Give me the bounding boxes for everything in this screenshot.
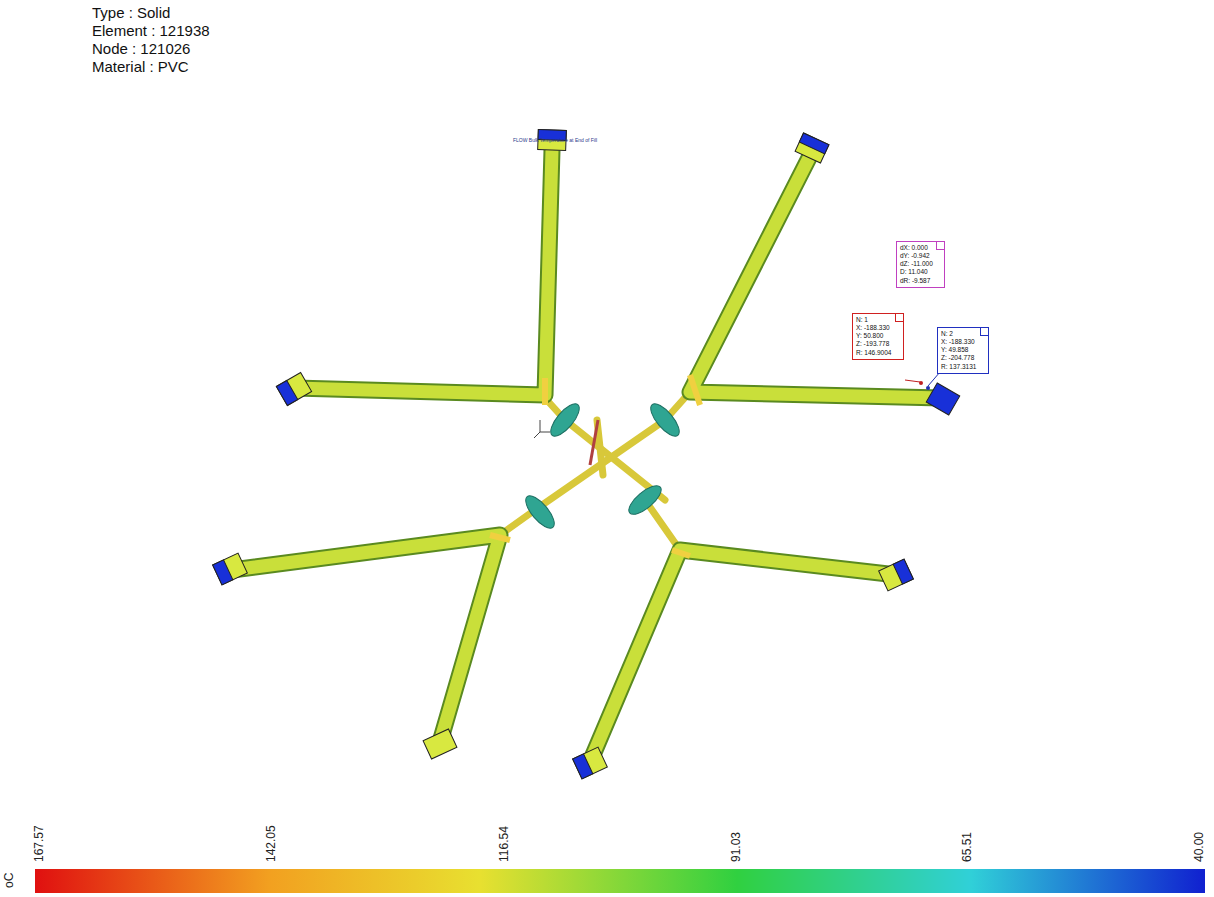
- unit-label: oC: [3, 873, 17, 888]
- plot-title: FLOW Bulk Temperature at End of Fill: [513, 138, 597, 144]
- info-text: Element : 121938: [92, 22, 210, 39]
- leader-line: [905, 372, 940, 390]
- callout-text: R: 137.3131: [941, 363, 978, 371]
- probe-callout: N: 2X: -188.330Y: 49.858Z: -204.778R: 13…: [937, 327, 989, 374]
- callout-text: N: 1: [856, 316, 893, 324]
- callout-text: dX: 0.000: [900, 244, 934, 252]
- end-tab: [213, 130, 960, 779]
- callout-text: X: -188.330: [941, 338, 978, 346]
- distance-callout: dX: 0.000dY: -0.942dZ: -11.000D: 11.040d…: [896, 241, 945, 288]
- callout-text: dR: -9.587: [900, 277, 934, 285]
- checkbox-marker: [980, 327, 989, 336]
- color-scale-bar: [35, 869, 1205, 893]
- callout-text: Z: -193.778: [856, 340, 893, 348]
- scale-value: 116.54: [498, 826, 512, 862]
- part-arm: [232, 150, 942, 762]
- axis-triad: [534, 420, 550, 438]
- info-text: Node : 121026: [92, 40, 190, 57]
- checkbox-marker: [936, 241, 945, 250]
- callout-text: D: 11.040: [900, 268, 934, 276]
- callout-text: Y: 49.858: [941, 346, 978, 354]
- scale-value: 142.05: [265, 825, 279, 862]
- callout-text: R: 146.9004: [856, 349, 893, 357]
- callout-text: Z: -204.778: [941, 354, 978, 362]
- callout-text: N: 2: [941, 330, 978, 338]
- gate-disc: [521, 400, 684, 533]
- info-text: Material : PVC: [92, 58, 189, 75]
- callout-text: Y: 50.800: [856, 332, 893, 340]
- info-text: Type : Solid: [92, 4, 170, 21]
- scale-value: 40.00: [1193, 832, 1207, 862]
- scale-value: 167.57: [33, 825, 47, 862]
- callout-text: dY: -0.942: [900, 252, 934, 260]
- callout-text: dZ: -11.000: [900, 260, 934, 268]
- runner: [500, 392, 690, 550]
- scale-value: 65.51: [961, 832, 975, 862]
- callout-text: X: -188.330: [856, 324, 893, 332]
- probe-callout: N: 1X: -188.330Y: 50.800Z: -193.778R: 14…: [852, 313, 904, 360]
- scale-value: 91.03: [730, 832, 744, 862]
- sprue: [590, 420, 598, 465]
- checkbox-marker: [895, 313, 904, 322]
